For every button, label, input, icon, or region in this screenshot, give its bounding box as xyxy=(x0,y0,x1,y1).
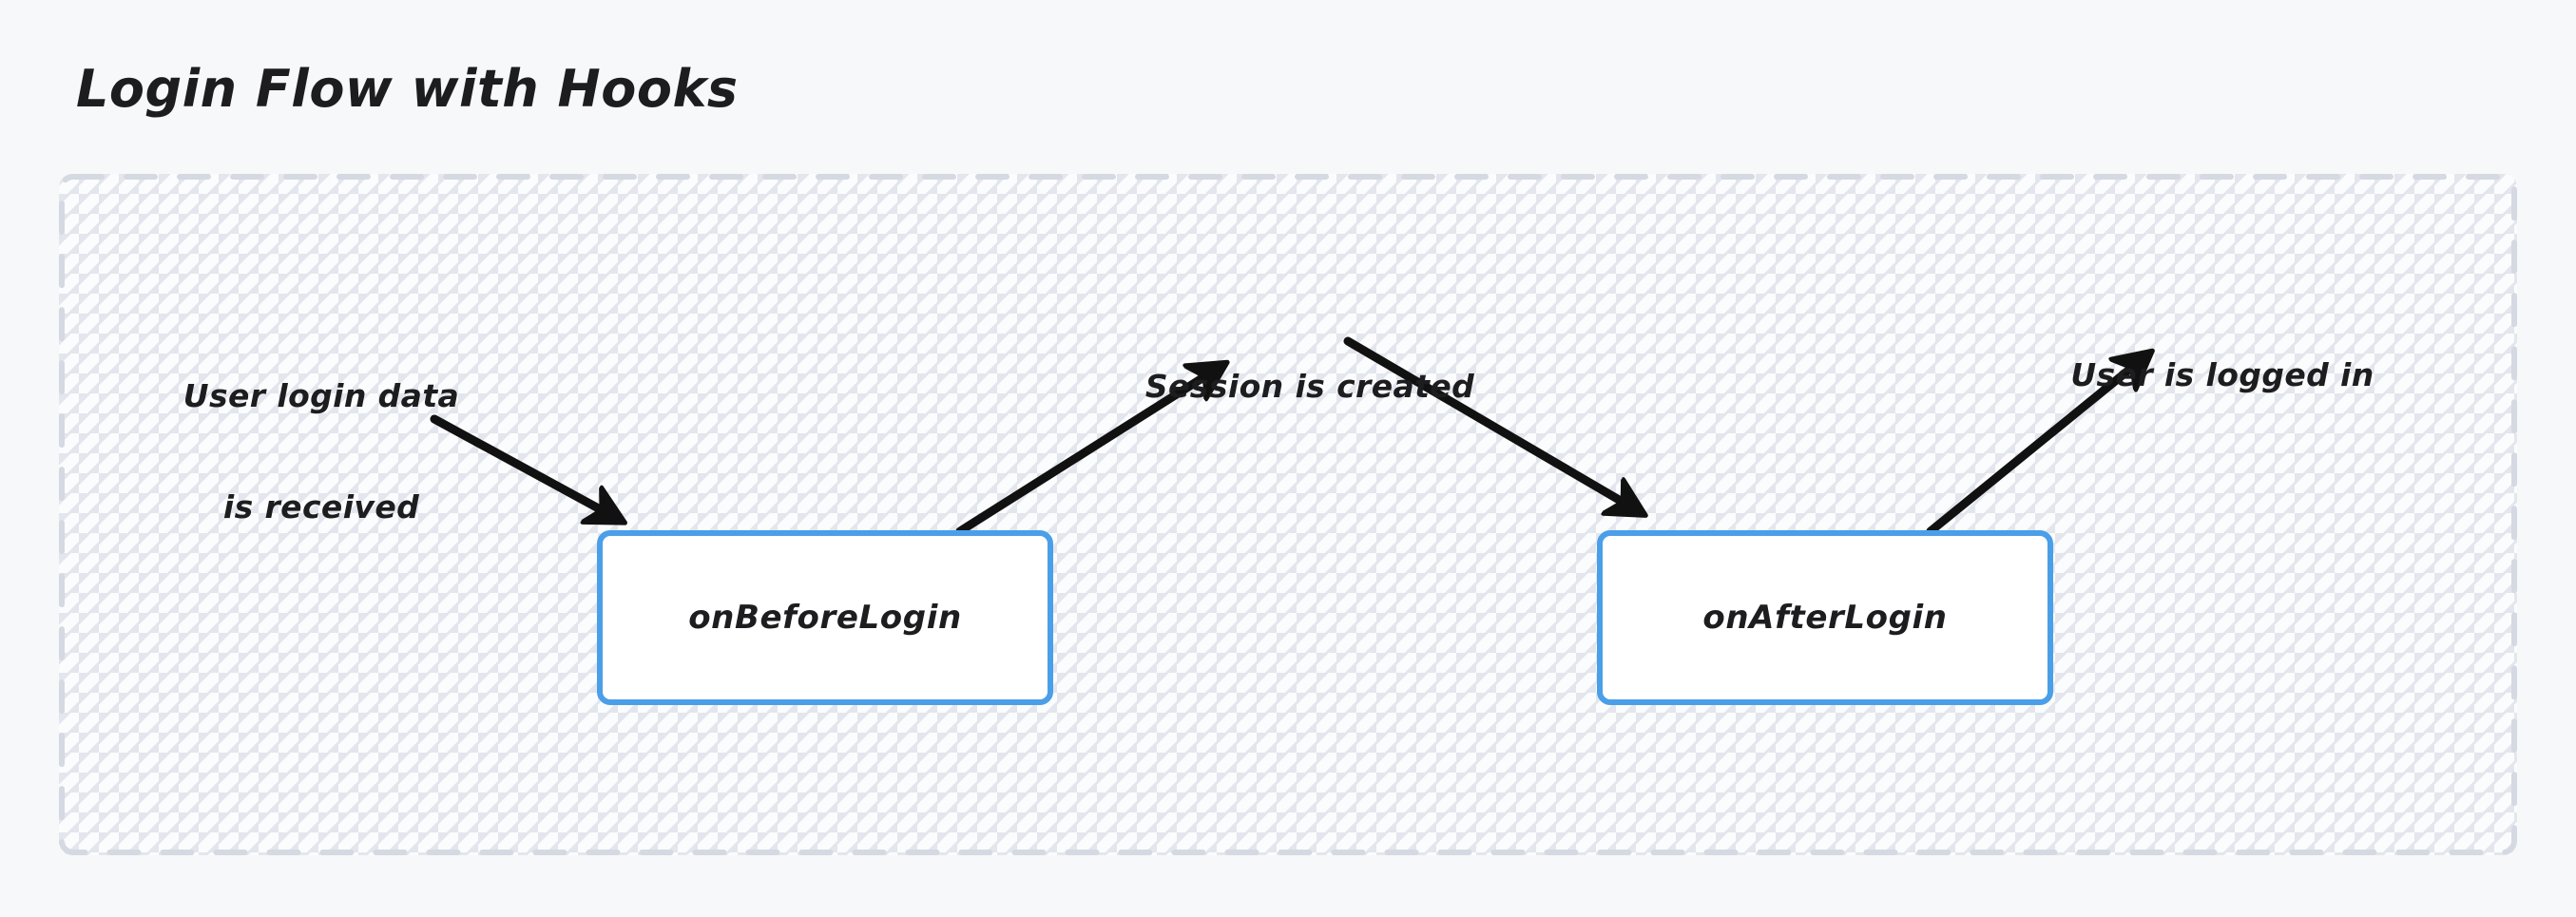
node-on-before-login[interactable]: onBeforeLogin xyxy=(597,530,1053,705)
annotation-line-1: User login data xyxy=(183,376,460,414)
node-label: onAfterLogin xyxy=(1702,599,1948,637)
annotation-line-1: User is logged in xyxy=(2070,355,2374,393)
page-title: Login Flow with Hooks xyxy=(76,59,739,119)
annotation-user-logged-in: User is logged in xyxy=(2013,283,2432,468)
annotation-line-1: Session is created xyxy=(1144,367,1475,405)
node-on-after-login[interactable]: onAfterLogin xyxy=(1597,530,2053,705)
node-label: onBeforeLogin xyxy=(688,599,962,637)
annotation-user-login-data: User login data is received xyxy=(141,304,502,601)
annotation-session-created: Session is created xyxy=(1091,295,1528,480)
annotation-line-2: is received xyxy=(222,487,420,525)
